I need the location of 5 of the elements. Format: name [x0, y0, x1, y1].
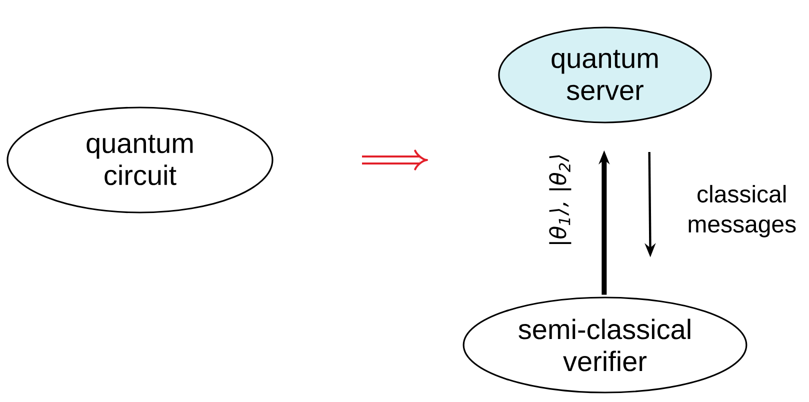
ellipse-node: quantum server: [498, 26, 712, 124]
edge-label: classical messages: [676, 184, 808, 238]
ellipse-node: quantum circuit: [6, 106, 274, 214]
ellipse-node: semi-classical verifier: [462, 296, 748, 394]
edge-label: |θ$_{1}$⟩, |θ$_{2}$⟩: [548, 152, 572, 248]
